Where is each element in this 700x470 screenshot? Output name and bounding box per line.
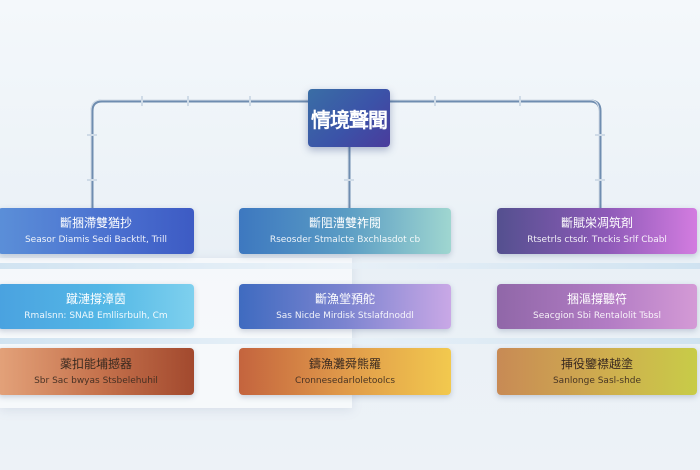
row-divider-band: [0, 338, 700, 344]
node-title: 挿役鑒襟越塗: [560, 356, 633, 371]
node-subtitle: Rtsetrls ctsdr. Tnckis Srlf Cbabl: [527, 235, 667, 245]
node-title: 斷漁堂預舵: [314, 291, 375, 306]
root-node-label: 情境聲聞: [311, 107, 388, 132]
node-r2-right[interactable]: 捆漚撐聽符 Seacgion Sbi Rentalolit Tsbsl: [497, 284, 697, 329]
node-subtitle: Rseosder Stmalcte Bxchlasdot cb: [269, 235, 421, 245]
node-subtitle: Rmalsnn: SNAB Emllisrbulh, Cm: [24, 310, 168, 321]
row-divider-band: [0, 263, 700, 269]
node-r3-left[interactable]: 薬扣能埔撼器 Sbr Sac bwyas Stsbelehuhil: [0, 348, 194, 395]
connector-right: [388, 99, 602, 210]
node-r1-center[interactable]: 斷阻漕雙祚閱 Rseosder Stmalcte Bxchlasdot cb: [239, 208, 451, 254]
node-subtitle: Seacgion Sbi Rentalolit Tsbsl: [533, 310, 661, 321]
node-subtitle: Sanlonge Sasl-shde: [552, 375, 642, 386]
node-r3-right[interactable]: 挿役鑒襟越塗 Sanlonge Sasl-shde: [497, 348, 697, 395]
node-subtitle: Seasor Diamis Sedi Backtlt, Trill: [24, 235, 168, 245]
node-r3-center[interactable]: 鑄漁灘舜熊羅 Cronnesedarloletoolcs: [239, 348, 451, 395]
node-title: 斷捆滯雙猶抄: [59, 216, 132, 230]
node-r2-left[interactable]: 蹴漣撐漳茵 Rmalsnn: SNAB Emllisrbulh, Cm: [0, 284, 194, 329]
node-r1-left[interactable]: 斷捆滯雙猶抄 Seasor Diamis Sedi Backtlt, Trill: [0, 208, 194, 254]
node-title: 鑄漁灘舜熊羅: [308, 356, 381, 371]
node-title: 蹴漣撐漳茵: [65, 291, 126, 306]
root-node[interactable]: 情境聲聞: [308, 89, 390, 147]
node-subtitle: Cronnesedarloletoolcs: [294, 375, 396, 386]
node-subtitle: Sas Nicde Mirdisk Stslafdnoddl: [276, 310, 414, 321]
node-r2-center[interactable]: 斷漁堂預舵 Sas Nicde Mirdisk Stslafdnoddl: [239, 284, 451, 329]
node-title: 捆漚撐聽符: [566, 291, 627, 306]
node-subtitle: Sbr Sac bwyas Stsbelehuhil: [34, 375, 158, 386]
node-title: 斷阻漕雙祚閱: [308, 216, 381, 230]
connector-left: [90, 99, 310, 210]
node-r1-right[interactable]: 斷賦栄凋筑剤 Rtsetrls ctsdr. Tnckis Srlf Cbabl: [497, 208, 697, 254]
node-title: 薬扣能埔撼器: [59, 356, 132, 371]
node-title: 斷賦栄凋筑剤: [560, 216, 633, 230]
